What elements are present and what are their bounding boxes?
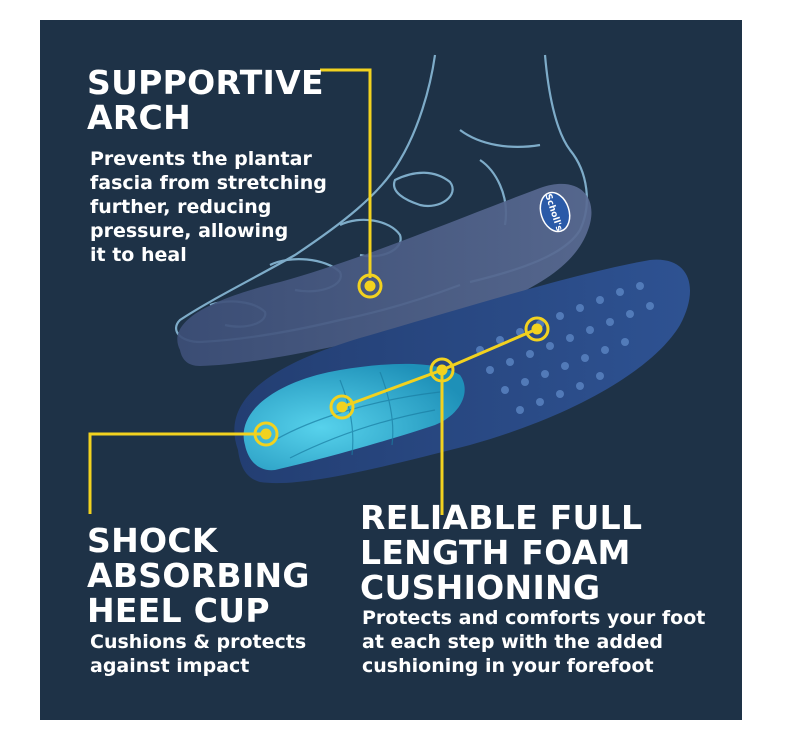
heel-heading: SHOCK ABSORBING HEEL CUP xyxy=(87,521,310,630)
arch-description: Prevents the plantar fascia from stretch… xyxy=(90,148,327,266)
upper-insole xyxy=(177,183,592,366)
forefoot-marker xyxy=(524,316,550,342)
gel-pad xyxy=(243,363,465,471)
midfoot-marker xyxy=(329,394,355,420)
forefoot-pattern xyxy=(476,282,654,414)
callout-markers xyxy=(253,273,550,447)
arch-marker xyxy=(357,273,383,299)
arch-heading: SUPPORTIVE ARCH xyxy=(87,63,324,137)
foam-marker xyxy=(429,357,455,383)
arch-callout-line xyxy=(320,68,372,278)
heel-marker xyxy=(253,421,279,447)
product-infographic: Scholl's xyxy=(40,20,742,720)
heel-description: Cushions & protects against impact xyxy=(90,631,307,677)
heel-callout-line xyxy=(88,432,266,514)
foam-description: Protects and comforts your foot at each … xyxy=(362,607,706,677)
foam-heading: RELIABLE FULL LENGTH FOAM CUSHIONING xyxy=(360,498,643,607)
scholls-logo: Scholl's xyxy=(539,191,571,233)
insole-illustration: Scholl's xyxy=(88,54,690,515)
